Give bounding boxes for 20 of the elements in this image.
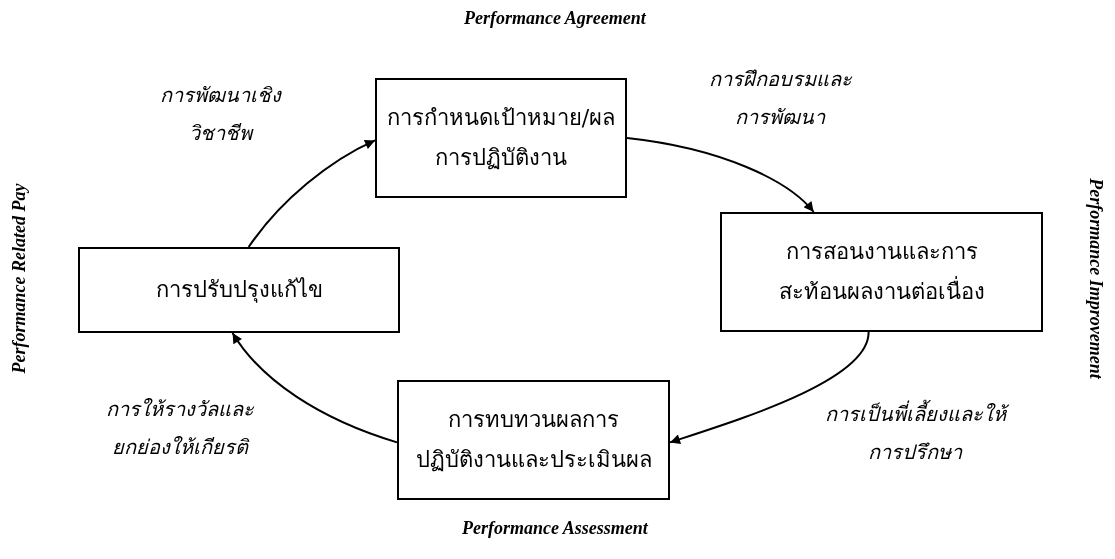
- edge-label: การเป็นพี่เลี้ยงและให้ การปรึกษา: [810, 395, 1020, 471]
- process-box: [78, 247, 400, 333]
- curved-arrow: [669, 331, 870, 445]
- box-text: การทบทวนผลการ ปฏิบัติงานและประเมินผล: [414, 406, 653, 474]
- curved-arrow: [626, 137, 815, 213]
- side-heading: Performance Agreement: [464, 7, 646, 29]
- curved-arrow: [247, 139, 376, 248]
- curved-arrow: [231, 332, 398, 444]
- edge-label: การฝึกอบรมและ การพัฒนา: [707, 66, 853, 131]
- process-box: [720, 212, 1043, 332]
- box-text: การกำหนดเป้าหมาย/ผล การปฏิบัติงาน: [385, 104, 617, 172]
- edge-label: การให้รางวัลและ ยกย่องให้เกียรติ: [105, 396, 255, 461]
- box-text: การสอนงานและการ สะท้อนผลงานต่อเนื่อง: [777, 238, 986, 306]
- side-heading: Performance Improvement: [1084, 177, 1106, 379]
- side-heading: Performance Assessment: [462, 517, 648, 539]
- box-text: การปรับปรุงแก้ไข: [155, 276, 323, 305]
- process-box: [397, 380, 670, 500]
- process-box: [375, 78, 627, 198]
- edge-label: การพัฒนาเชิง วิชาชีพ: [158, 82, 283, 147]
- side-heading: Performance Related Pay: [9, 183, 31, 373]
